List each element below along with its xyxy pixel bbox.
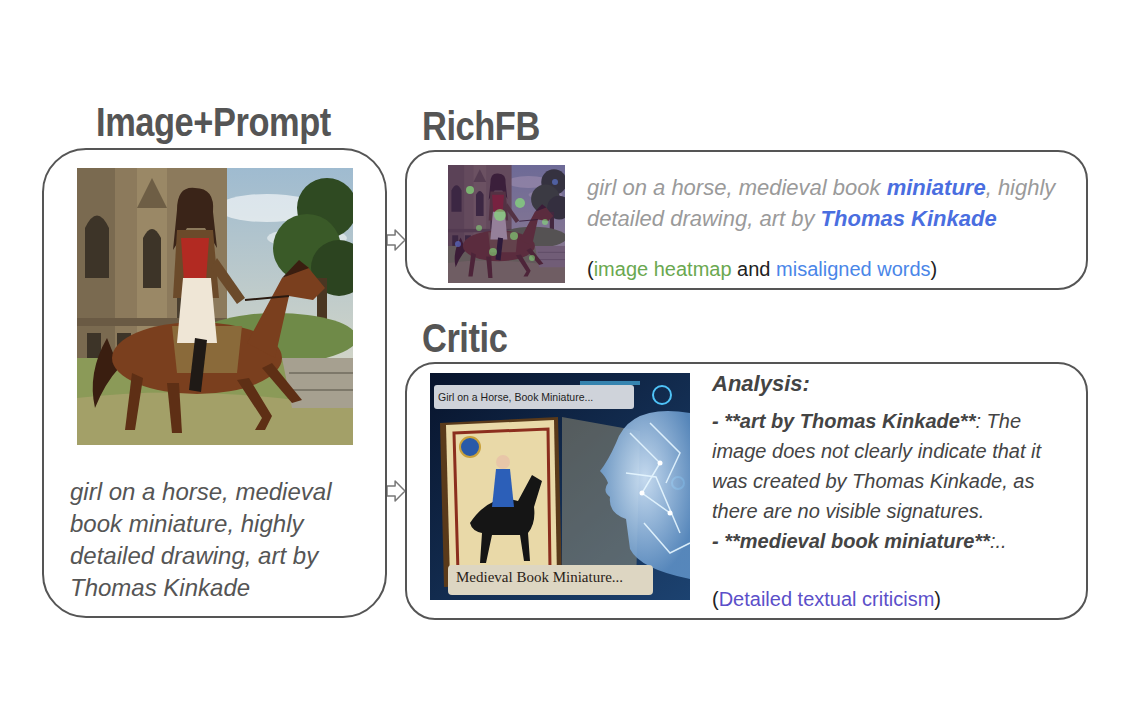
text-block: (image heatmap and misaligned words) <box>587 256 1077 282</box>
arrow-shape <box>387 481 405 501</box>
drawing-part <box>510 232 518 240</box>
drawing-part <box>448 565 653 595</box>
text-run: Thomas Kinkade <box>821 206 997 231</box>
text-block: girl on a horse, medieval book miniature… <box>587 172 1077 234</box>
drawing-part <box>494 209 506 221</box>
text-run: ( <box>587 258 594 280</box>
text-run: ) <box>931 258 938 280</box>
drawing-part <box>580 381 640 385</box>
generated-image <box>77 168 367 445</box>
text-run: girl on a horse, medieval book miniature… <box>70 478 331 601</box>
heatmap-thumbnail <box>448 165 571 283</box>
illustration-caption: Medieval Book Miniature... <box>456 569 623 586</box>
block-arrow <box>387 481 405 501</box>
text-run: Detailed textual criticism <box>719 588 935 610</box>
drawing-part <box>476 225 482 231</box>
panel-heading: RichFB <box>422 104 540 149</box>
drawing-part <box>600 411 690 579</box>
drawing-part <box>448 165 571 283</box>
panel-heading: Critic <box>422 316 507 361</box>
drawing-part <box>454 429 550 572</box>
text-run: and <box>732 258 776 280</box>
text-block: Analysis: <box>712 370 1077 398</box>
drawing-part <box>446 420 557 581</box>
illustration-caption: Girl on a Horse, Book Miniature... <box>438 391 593 403</box>
drawing-part <box>466 186 474 194</box>
drawing-part <box>653 386 671 404</box>
text-block: girl on a horse, medieval book miniature… <box>70 476 378 604</box>
critic-illustration <box>430 373 690 600</box>
drawing-part <box>552 179 558 185</box>
richfb-panel: RichFBgirl on a horse, medieval book min… <box>405 150 1088 290</box>
drawing-part <box>515 198 525 208</box>
text-run: image heatmap <box>594 258 732 280</box>
drawing-part <box>640 491 645 496</box>
text-run: - **art by Thomas Kinkade** <box>712 410 975 432</box>
text-run: :.. <box>990 530 1007 552</box>
drawing-part <box>529 255 535 261</box>
text-block: - **medieval book miniature**:.. <box>712 526 1077 556</box>
drawing-part <box>492 469 514 507</box>
drawing-part <box>626 423 690 553</box>
input-panel: Image+Promptgirl on a horse, medieval bo… <box>42 148 387 618</box>
text-run: ( <box>712 588 719 610</box>
drawing-part <box>496 455 510 469</box>
drawing-part <box>434 385 634 409</box>
arrow-shape <box>387 230 405 250</box>
panel-heading: Image+Prompt <box>96 100 331 145</box>
drawing-part <box>440 417 562 587</box>
text-block: - **art by Thomas Kinkade**: The image d… <box>712 406 1077 526</box>
drawing-part <box>668 511 673 516</box>
text-block: (Detailed textual criticism) <box>712 586 1077 612</box>
drawing-part <box>448 165 565 283</box>
drawing-part <box>542 219 548 225</box>
text-run: miniature <box>887 175 986 200</box>
text-run: Analysis: <box>712 371 810 396</box>
drawing-part <box>430 373 690 600</box>
text-run: - **medieval book miniature** <box>712 530 990 552</box>
drawing-part <box>460 437 480 457</box>
block-arrow <box>387 230 405 250</box>
text-run: misaligned words <box>776 258 931 280</box>
drawing-part <box>455 241 461 247</box>
drawing-part <box>489 248 497 256</box>
drawing-part <box>658 461 663 466</box>
text-run: girl on a horse, medieval book <box>587 175 887 200</box>
text-run: ) <box>934 588 941 610</box>
